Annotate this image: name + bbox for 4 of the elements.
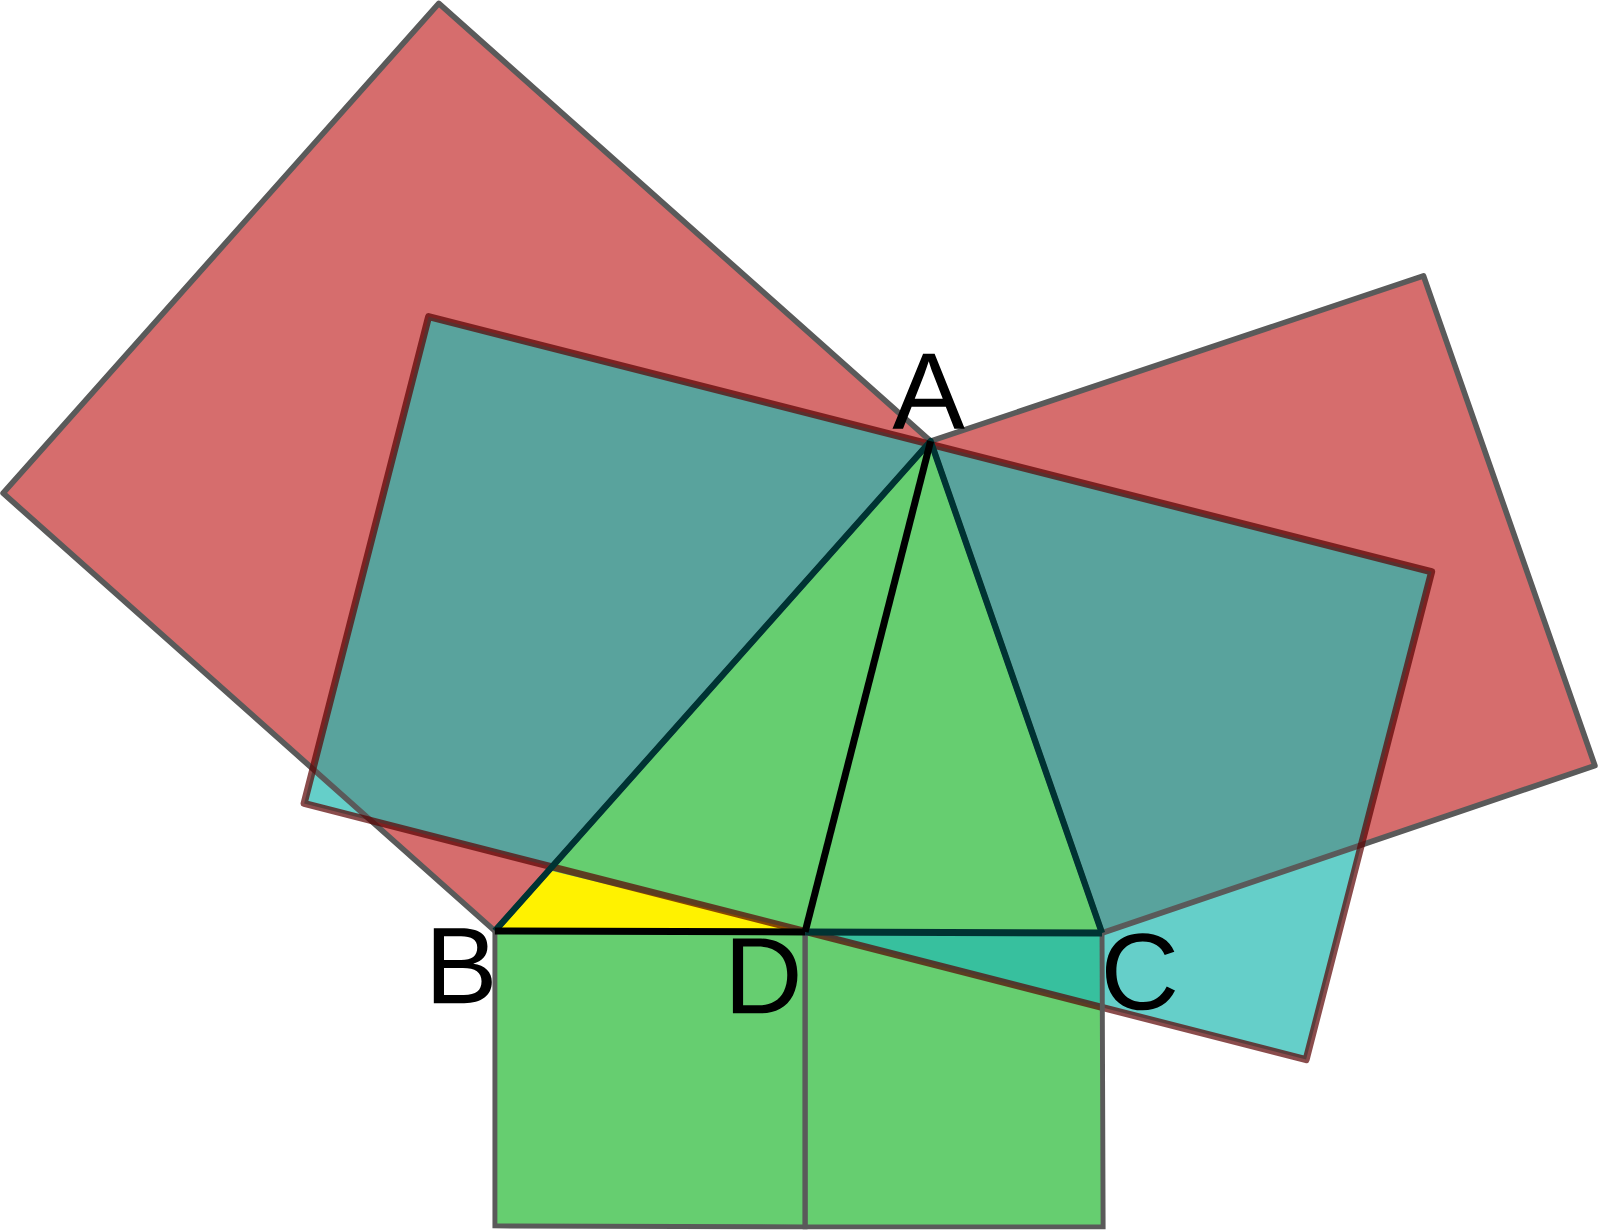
point-label: A [892,353,965,429]
point-label: D [732,938,798,1014]
point-label: B [433,928,492,1004]
point-label: C [1106,933,1175,1011]
